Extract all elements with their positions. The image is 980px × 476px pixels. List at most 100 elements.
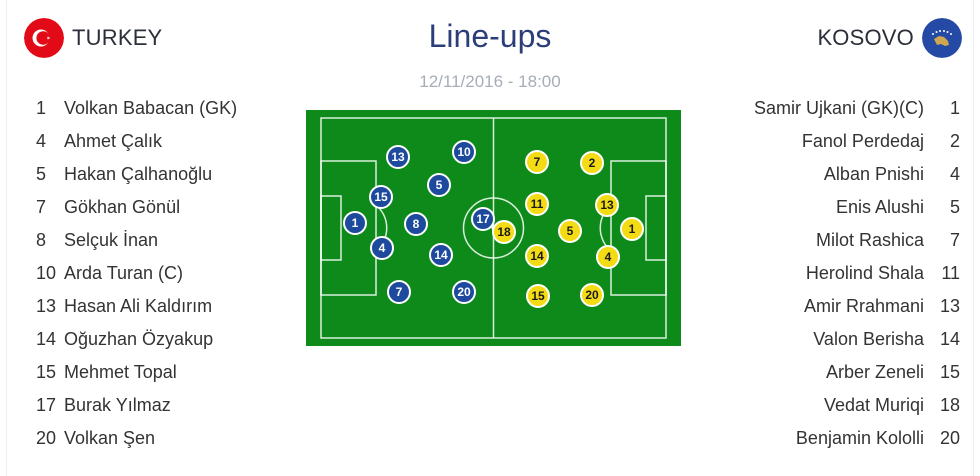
- list-item: Fanol Perdedaj 2: [754, 125, 960, 158]
- away-player-dot: 18: [492, 220, 516, 244]
- player-number: 5: [949, 197, 960, 217]
- list-item: Arber Zeneli 15: [754, 356, 960, 389]
- away-roster: Samir Ujkani (GK)(C) 1 Fanol Perdedaj 2 Al…: [754, 92, 960, 455]
- list-item: Valon Berisha 14: [754, 323, 960, 356]
- home-player-dot: 8: [404, 212, 428, 236]
- player-name: Hasan Ali Kaldırım: [64, 296, 213, 316]
- away-team-header: KOSOVO: [817, 18, 962, 58]
- away-team-name: KOSOVO: [817, 25, 914, 50]
- away-player-dot: 14: [525, 244, 549, 268]
- list-item: Vedat Muriqi 18: [754, 389, 960, 422]
- list-item: 1 Volkan Babacan (GK): [36, 92, 237, 125]
- player-number: 20: [939, 428, 960, 448]
- player-name: Arda Turan (C): [64, 263, 184, 283]
- home-player-dot: 20: [452, 280, 476, 304]
- player-name: Alban Pnishi: [823, 164, 924, 184]
- list-item: 4 Ahmet Çalık: [36, 125, 237, 158]
- turkey-flag-icon: [24, 18, 64, 58]
- player-name: Burak Yılmaz: [64, 395, 171, 415]
- away-player-dot: 13: [595, 193, 619, 217]
- player-number: 14: [36, 329, 57, 349]
- away-player-dot: 7: [525, 150, 549, 174]
- player-name: Gökhan Gönül: [64, 197, 181, 217]
- player-number: 13: [939, 296, 960, 316]
- match-datetime: 12/11/2016 - 18:00: [419, 72, 561, 91]
- left-border: [6, 0, 7, 476]
- home-player-dot: 15: [369, 185, 393, 209]
- player-number: 14: [939, 329, 960, 349]
- home-player-dot: 5: [427, 173, 451, 197]
- player-number: 4: [36, 131, 47, 151]
- player-number: 5: [36, 164, 47, 184]
- player-number: 20: [36, 428, 57, 448]
- player-name: Valon Berisha: [813, 329, 924, 349]
- away-player-dot: 15: [526, 284, 550, 308]
- right-border: [973, 0, 974, 476]
- player-name: Benjamin Kololli: [795, 428, 924, 448]
- player-name: Milot Rashica: [815, 230, 924, 250]
- player-name: Hakan Çalhanoğlu: [64, 164, 213, 184]
- away-player-dot: 2: [580, 151, 604, 175]
- player-number: 17: [36, 395, 57, 415]
- player-name: Fanol Perdedaj: [801, 131, 924, 151]
- list-item: 13 Hasan Ali Kaldırım: [36, 290, 237, 323]
- player-number: 7: [949, 230, 960, 250]
- player-number: 1: [949, 98, 960, 118]
- home-team-name: TURKEY: [72, 25, 163, 50]
- list-item: 20 Volkan Şen: [36, 422, 237, 455]
- player-name: Volkan Şen: [64, 428, 156, 448]
- player-name: Samir Ujkani (GK)(C): [753, 98, 924, 118]
- list-item: 7 Gökhan Gönül: [36, 191, 237, 224]
- player-number: 10: [36, 263, 57, 283]
- list-item: 15 Mehmet Topal: [36, 356, 237, 389]
- player-number: 11: [941, 263, 960, 283]
- kosovo-flag-icon: [922, 18, 962, 58]
- formation-pitch: 13 10 15 5 1 8 17 4 14 7 20 7 2 11 13 18…: [306, 110, 681, 346]
- away-player-dot: 20: [580, 283, 604, 307]
- list-item: 5 Hakan Çalhanoğlu: [36, 158, 237, 191]
- player-name: Arber Zeneli: [825, 362, 924, 382]
- player-number: 15: [939, 362, 960, 382]
- list-item: 10 Arda Turan (C): [36, 257, 237, 290]
- player-number: 1: [36, 98, 47, 118]
- player-name: Mehmet Topal: [64, 362, 177, 382]
- home-player-dot: 10: [452, 140, 476, 164]
- player-number: 15: [36, 362, 57, 382]
- player-number: 2: [949, 131, 960, 151]
- list-item: 8 Selçuk İnan: [36, 224, 237, 257]
- list-item: Samir Ujkani (GK)(C) 1: [754, 92, 960, 125]
- player-name: Oğuzhan Özyakup: [64, 329, 214, 349]
- player-name: Ahmet Çalık: [64, 131, 163, 151]
- list-item: Benjamin Kololli 20: [754, 422, 960, 455]
- away-player-dot: 1: [620, 217, 644, 241]
- home-player-dot: 4: [370, 236, 394, 260]
- list-item: Milot Rashica 7: [754, 224, 960, 257]
- list-item: Alban Pnishi 4: [754, 158, 960, 191]
- page-title: Line-ups: [428, 18, 552, 54]
- player-name: Selçuk İnan: [64, 230, 159, 250]
- player-name: Amir Rrahmani: [803, 296, 924, 316]
- away-player-dot: 5: [558, 219, 582, 243]
- list-item: 17 Burak Yılmaz: [36, 389, 237, 422]
- away-player-dot: 11: [525, 192, 549, 216]
- player-number: 13: [36, 296, 57, 316]
- player-number: 18: [939, 395, 960, 415]
- list-item: Enis Alushi 5: [754, 191, 960, 224]
- home-player-dot: 17: [471, 207, 495, 231]
- home-player-dot: 7: [387, 280, 411, 304]
- player-name: Enis Alushi: [835, 197, 924, 217]
- player-name: Volkan Babacan (GK): [64, 98, 238, 118]
- home-player-dot: 13: [386, 145, 410, 169]
- player-number: 4: [949, 164, 960, 184]
- player-name: Vedat Muriqi: [823, 395, 924, 415]
- home-team-header: TURKEY: [24, 18, 162, 58]
- list-item: Amir Rrahmani 13: [754, 290, 960, 323]
- home-player-dot: 14: [429, 243, 453, 267]
- player-number: 7: [36, 197, 47, 217]
- away-player-dot: 4: [596, 245, 620, 269]
- player-number: 8: [36, 230, 47, 250]
- home-player-dot: 1: [343, 211, 367, 235]
- list-item: 14 Oğuzhan Özyakup: [36, 323, 237, 356]
- home-roster: 1 Volkan Babacan (GK) 4 Ahmet Çalık 5 Hakan…: [36, 92, 237, 455]
